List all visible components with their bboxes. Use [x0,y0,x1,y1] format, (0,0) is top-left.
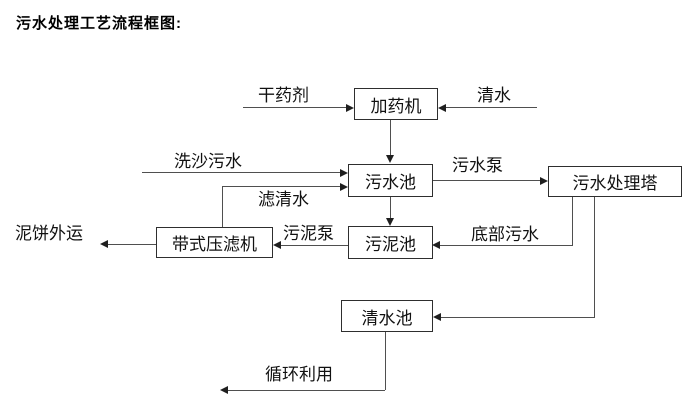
arrowhead-sludge-pump-icon [273,241,281,249]
connector-bottom-sewage-vline [572,197,573,246]
connector-clean-down-line [385,332,386,390]
flow-label-mud-cake-out: 泥饼外运 [15,224,83,243]
connector-tower-to-clean-hline [441,317,595,318]
flow-label-filtered-water: 滤清水 [258,190,309,209]
flow-label-sewage-pump: 污水泵 [452,156,503,175]
node-box-dosing-machine: 加药机 [354,88,438,120]
node-label-sludge-pool: 污泥池 [365,235,416,254]
arrowhead-clean-water-icon [438,104,446,112]
flow-label-clean-water: 清水 [477,86,511,105]
connector-mud-cake-line [108,244,156,245]
connector-clean-water-line [445,107,537,108]
flow-label-sludge-pump: 污泥泵 [283,224,334,243]
node-label-belt-filter-press: 带式压滤机 [172,235,257,254]
flow-label-recycle-use: 循环利用 [265,365,333,384]
node-box-sludge-pool: 污泥池 [348,226,433,259]
node-box-clean-water-pool: 清水池 [341,300,433,332]
arrowhead-bottom-sewage-icon [432,241,440,249]
connector-sand-washing-line [142,172,341,173]
node-box-belt-filter-press: 带式压滤机 [156,227,273,258]
arrowhead-sand-washing-icon [340,169,348,177]
flow-label-dry-agent: 干药剂 [258,86,309,105]
arrowhead-sewage-pump-icon [540,177,548,185]
connector-tower-to-clean-vline [594,197,595,318]
page-title: 污水处理工艺流程框图: [16,15,182,32]
connector-filtered-water-vline [222,186,223,227]
node-box-sewage-pool: 污水池 [348,164,433,197]
connector-bottom-sewage-hline [440,245,573,246]
node-label-treatment-tower: 污水处理塔 [572,174,658,193]
arrowhead-into-clean-icon [433,313,441,321]
arrowhead-recycle-icon [220,386,228,394]
flow-label-sand-washing-sewage: 洗沙污水 [174,152,242,171]
connector-filtered-water-hline [222,186,341,187]
connector-sewage-pump-line [433,180,540,181]
arrowhead-into-sewage-icon [386,155,394,163]
node-label-sewage-pool: 污水池 [365,173,416,192]
connector-recycle-line [227,390,385,391]
node-label-clean-water-pool: 清水池 [361,308,413,328]
node-label-dosing-machine: 加药机 [370,96,422,116]
arrowhead-filtered-water-icon [340,183,348,191]
connector-sludge-pump-line [281,245,348,246]
arrowhead-into-sludge-icon [386,218,394,226]
node-box-treatment-tower: 污水处理塔 [548,166,682,197]
flow-label-bottom-sewage: 底部污水 [471,225,539,244]
connector-sewage-to-sludge-line [390,197,391,218]
connector-dry-agent-line [243,107,347,108]
connector-dosing-to-sewage-line [390,120,391,155]
arrowhead-mud-cake-icon [100,240,108,248]
arrowhead-dry-agent-icon [346,104,354,112]
